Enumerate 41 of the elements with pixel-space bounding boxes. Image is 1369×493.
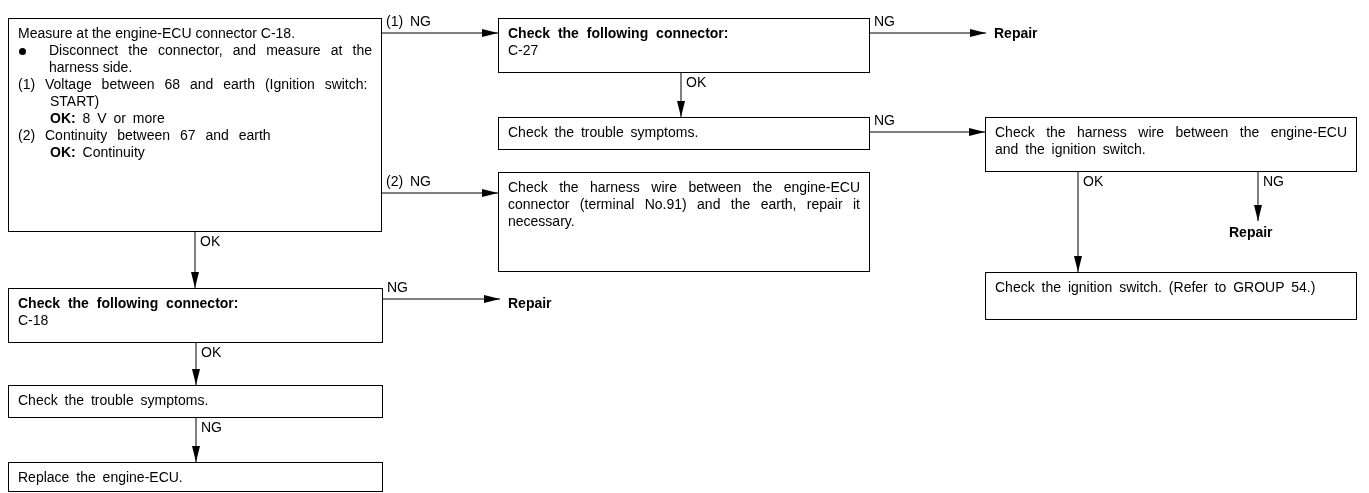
process-box bbox=[985, 117, 1357, 172]
box-text: Check the trouble symptoms. bbox=[508, 124, 700, 141]
box-text: OK: 8 V or more bbox=[49, 110, 166, 127]
arrow bbox=[381, 189, 499, 197]
box-text: C-18 bbox=[18, 312, 50, 329]
box-heading: Check the following connector: bbox=[508, 25, 730, 42]
arrow bbox=[1254, 171, 1262, 222]
arrow bbox=[191, 231, 199, 289]
box-text: Check the trouble symptoms. bbox=[18, 392, 210, 409]
arrow bbox=[677, 72, 685, 118]
box-text: Disconnect the connector, and measure at the harness side. bbox=[49, 42, 372, 76]
arrow bbox=[192, 342, 200, 386]
process-box bbox=[8, 462, 383, 492]
arrow bbox=[869, 29, 987, 37]
edge-label: (1) NG bbox=[385, 13, 432, 30]
box-text: Check the harness wire between the engine-ECU and the ignition switch. bbox=[995, 124, 1347, 158]
result-text: Repair bbox=[508, 294, 552, 312]
result-text: Repair bbox=[994, 24, 1038, 42]
box-text: C-27 bbox=[508, 42, 540, 59]
box-text: (1) Voltage between 68 and earth (Ignition switch: START) bbox=[18, 76, 369, 110]
result-text: Repair bbox=[1229, 223, 1273, 241]
process-box bbox=[498, 18, 870, 73]
process-box bbox=[8, 288, 383, 343]
box-text: (2) Continuity between 67 and earth bbox=[18, 127, 272, 144]
box-text: OK: Continuity bbox=[49, 144, 146, 161]
box-heading: Check the following connector: bbox=[18, 295, 240, 312]
process-box bbox=[498, 172, 870, 272]
arrow bbox=[382, 295, 501, 303]
process-box bbox=[498, 117, 870, 150]
box-text: Measure at the engine-ECU connector C-18. bbox=[18, 25, 297, 42]
arrow bbox=[869, 128, 986, 136]
arrow bbox=[1074, 171, 1082, 273]
box-text: Replace the engine-ECU. bbox=[18, 469, 184, 486]
edge-label: (2) NG bbox=[385, 173, 432, 190]
arrow bbox=[192, 417, 200, 463]
arrow bbox=[381, 29, 499, 37]
process-box bbox=[8, 18, 382, 232]
process-box bbox=[8, 385, 383, 418]
process-box bbox=[985, 272, 1357, 320]
box-text: Check the harness wire between the engine-ECU connector (terminal No.91) and the earth, repair it necessary. bbox=[508, 179, 860, 230]
box-text: Check the ignition switch. (Refer to GROUP 54.) bbox=[995, 279, 1317, 296]
